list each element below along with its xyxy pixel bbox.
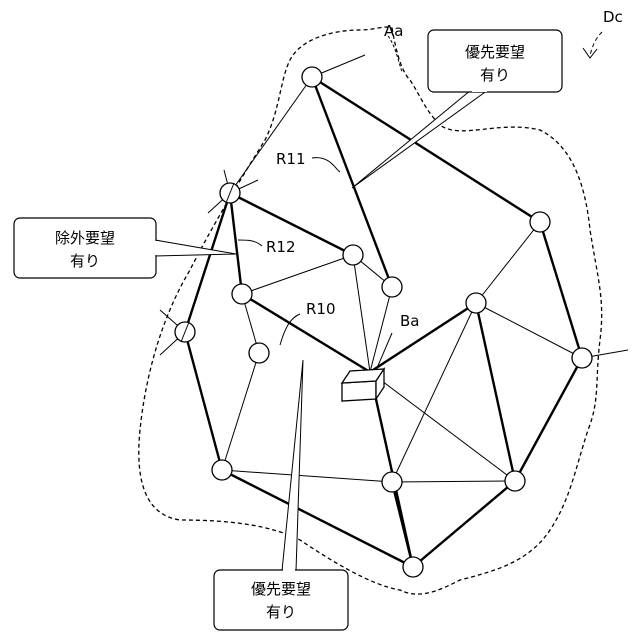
external-stubs bbox=[160, 55, 628, 358]
node bbox=[466, 293, 486, 313]
base-station-label: Ba bbox=[400, 312, 419, 330]
node bbox=[382, 472, 402, 492]
node bbox=[302, 67, 322, 87]
node bbox=[403, 557, 423, 577]
node bbox=[343, 245, 363, 265]
callout-priority-bottom-line1: 優先要望 bbox=[251, 580, 311, 598]
callout-priority-bottom-line2: 有り bbox=[266, 603, 296, 621]
route-r12-label: R12 bbox=[266, 238, 296, 256]
node bbox=[505, 471, 525, 491]
node bbox=[249, 343, 269, 363]
figure-ref-label: Dc bbox=[603, 8, 623, 26]
nodes bbox=[175, 67, 592, 577]
callout-priority-top-line2: 有り bbox=[480, 66, 510, 84]
r12-leader bbox=[238, 240, 262, 246]
area-boundary bbox=[139, 27, 602, 594]
callout-exclusion: 除外要望 有り bbox=[14, 218, 236, 278]
r11-leader bbox=[312, 158, 340, 172]
callout-priority-top-line1: 優先要望 bbox=[465, 43, 525, 61]
figure-ref-arrow bbox=[583, 32, 602, 58]
callout-priority-top: 優先要望 有り bbox=[352, 30, 562, 188]
node bbox=[572, 348, 592, 368]
route-r11-label: R11 bbox=[276, 150, 306, 168]
thin-edges bbox=[222, 77, 582, 482]
node bbox=[530, 212, 550, 232]
route-r10-label: R10 bbox=[306, 300, 336, 318]
node bbox=[232, 284, 252, 304]
area-label: Aa bbox=[384, 22, 403, 40]
callout-priority-bottom: 優先要望 有り bbox=[214, 360, 348, 630]
callout-exclusion-line2: 有り bbox=[70, 252, 100, 270]
node bbox=[382, 277, 402, 297]
base-station-box bbox=[342, 369, 384, 401]
area-label-leader bbox=[388, 36, 402, 72]
node bbox=[212, 460, 232, 480]
thick-edges bbox=[185, 77, 582, 567]
callout-exclusion-line1: 除外要望 bbox=[55, 229, 115, 247]
